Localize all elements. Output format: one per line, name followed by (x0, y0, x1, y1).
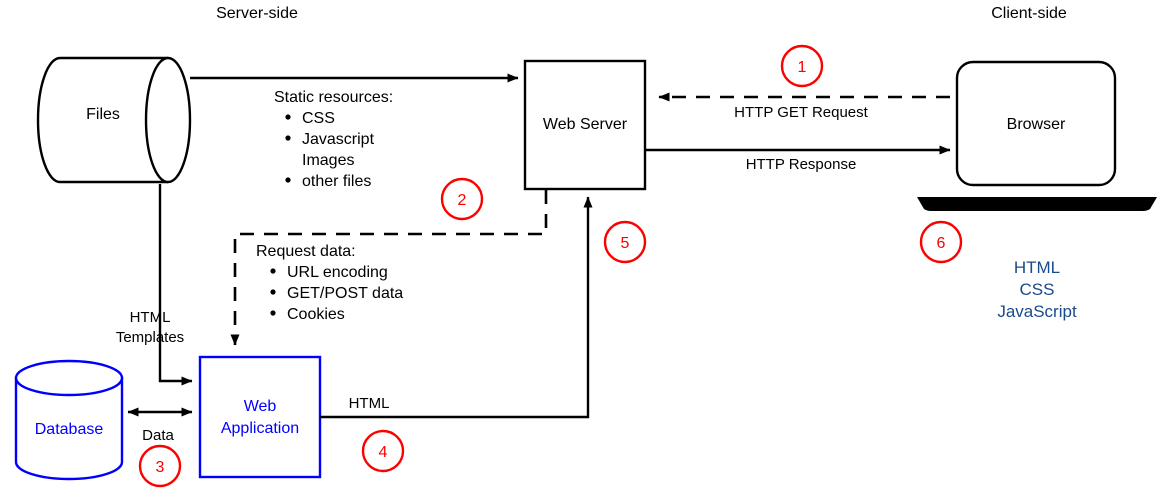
client-stack-css: CSS (1020, 280, 1055, 299)
node-browser[interactable]: Browser (955, 60, 1117, 187)
edge-html-to-web-server (320, 196, 593, 419)
section-label-client-side: Client-side (991, 5, 1067, 22)
section-label-server-side: Server-side (216, 5, 298, 22)
step-circle-icon (780, 44, 824, 88)
step-circle-icon (919, 220, 963, 264)
client-stack-html: HTML (1014, 258, 1060, 277)
step-circle-icon (603, 220, 647, 264)
step-number-1: 1 (798, 59, 807, 76)
edge-label-http-response: HTTP Response (746, 156, 857, 173)
static-resources-title: Static resources: (274, 89, 393, 106)
node-database-label: Database (35, 421, 104, 438)
node-web-application-label-line1: Web (244, 398, 277, 415)
edge-html-templates (158, 184, 193, 386)
request-data-item-1: GET/POST data (287, 285, 403, 302)
step-number-2: 2 (458, 192, 467, 209)
request-data-item-2: Cookies (287, 306, 345, 323)
static-resources-item-3: other files (302, 173, 371, 190)
node-browser-label: Browser (1007, 116, 1066, 133)
step-number-5: 5 (621, 235, 630, 252)
step-marker-4[interactable]: 4 (361, 429, 405, 473)
bullet-icon (270, 310, 276, 316)
static-resources-item-2: Images (302, 152, 354, 169)
step-marker-1[interactable]: 1 (780, 44, 824, 88)
node-web-application[interactable]: Web Application (198, 355, 322, 479)
node-web-server[interactable]: Web Server (523, 59, 647, 191)
node-files-label: Files (86, 106, 120, 123)
step-circle-icon (361, 429, 405, 473)
step-number-6: 6 (937, 235, 946, 252)
bullet-icon (270, 289, 276, 295)
edge-label-html-templates-line1: HTML (130, 309, 171, 326)
bullet-icon (270, 268, 276, 274)
step-circle-icon (440, 177, 484, 221)
request-data-title: Request data: (256, 243, 356, 260)
step-number-3: 3 (156, 459, 165, 476)
edge-label-http-get-request: HTTP GET Request (734, 104, 868, 121)
request-data-item-0: URL encoding (287, 264, 388, 281)
static-resources-item-1: Javascript (302, 131, 375, 148)
edge-label-html-templates-line2: Templates (116, 329, 184, 346)
node-web-server-label: Web Server (543, 116, 628, 133)
step-marker-6[interactable]: 6 (919, 220, 963, 264)
step-marker-3[interactable]: 3 (138, 444, 182, 488)
edge-label-data: Data (142, 427, 174, 444)
bullet-icon (285, 135, 291, 141)
step-marker-2[interactable]: 2 (440, 177, 484, 221)
step-circle-icon (138, 444, 182, 488)
laptop-base-icon (917, 197, 1157, 211)
client-stack-javascript: JavaScript (997, 302, 1077, 321)
bullet-icon (285, 114, 291, 120)
edge-request-data (230, 190, 548, 346)
client-stack-labels: HTML CSS JavaScript (997, 258, 1077, 321)
node-database[interactable]: Database (14, 359, 124, 481)
step-marker-5[interactable]: 5 (603, 220, 647, 264)
request-data-list: Request data: URL encoding GET/POST data… (256, 243, 403, 323)
node-web-application-label-line2: Application (221, 420, 299, 437)
node-files[interactable]: Files (36, 56, 192, 184)
step-markers: 1 2 3 4 5 6 (138, 44, 963, 488)
static-resources-list: Static resources: CSS Javascript Images … (274, 89, 393, 190)
bullet-icon (285, 177, 291, 183)
edge-label-html: HTML (349, 395, 390, 412)
static-resources-item-0: CSS (302, 110, 335, 127)
step-number-4: 4 (379, 444, 388, 461)
